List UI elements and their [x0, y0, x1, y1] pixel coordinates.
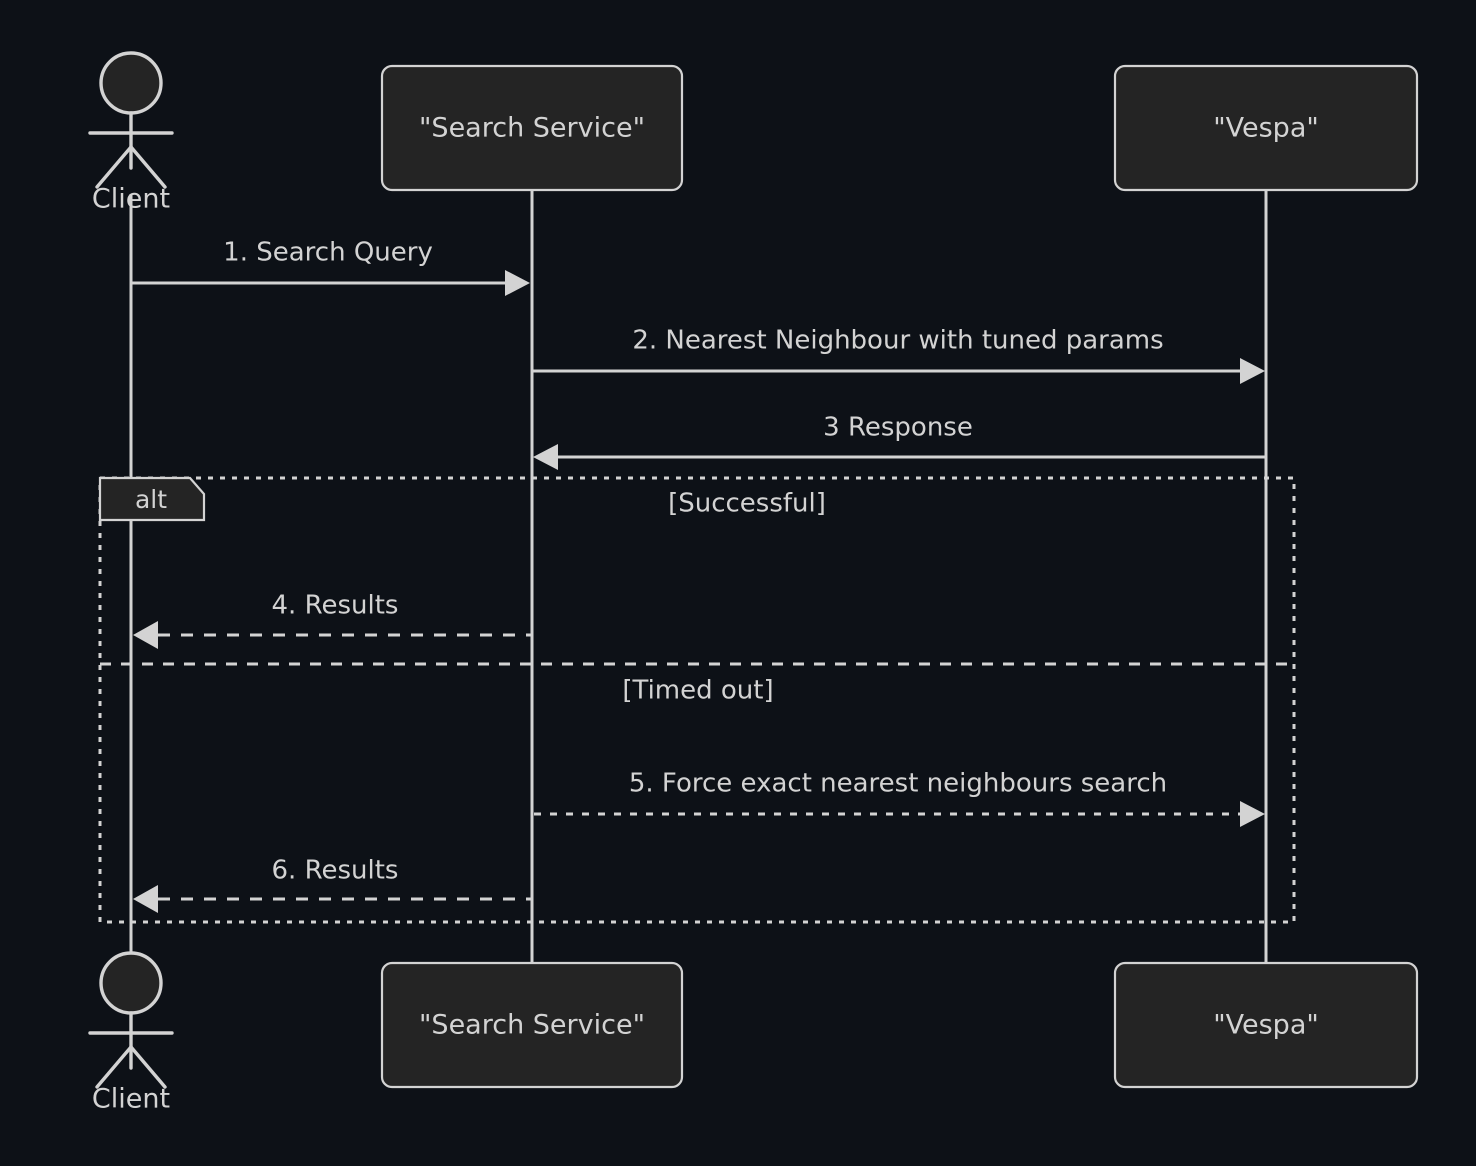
arrowhead-right-1	[505, 270, 530, 296]
message-label-5: 5. Force exact nearest neighbours search	[629, 769, 1167, 799]
actor-leg-right-icon-bottom	[129, 1045, 167, 1089]
participant-label-search-service-bottom: "Search Service"	[419, 1010, 645, 1041]
lifelines	[129, 190, 1268, 962]
participant-search-service-bottom[interactable]: "Search Service"	[380, 961, 684, 1089]
alt-condition-label-1: [Timed out]	[622, 676, 773, 706]
participant-label-client-bottom: Client	[92, 1084, 170, 1115]
participant-box-search-service-bottom[interactable]	[380, 961, 684, 1089]
participant-client-top[interactable]: Client	[88, 51, 174, 215]
participant-box-search-service-top[interactable]	[380, 64, 684, 192]
actor-leg-left-icon-bottom	[95, 1045, 133, 1089]
message-label-1: 1. Search Query	[223, 238, 433, 268]
arrowhead-left-6	[133, 885, 158, 913]
participant-vespa-top[interactable]: "Vespa"	[1113, 64, 1419, 192]
alt-fragment: alt [Successful] [Timed out]	[98, 476, 1296, 924]
alt-condition-label-0: [Successful]	[668, 489, 826, 519]
alt-fragment-tag-shape	[98, 476, 206, 522]
participant-label-search-service-top: "Search Service"	[419, 113, 645, 144]
message-3[interactable]: 3 Response	[533, 413, 1265, 471]
message-label-3: 3 Response	[823, 413, 973, 443]
alt-fragment-frame	[98, 476, 1296, 924]
arrowhead-left-3	[533, 444, 558, 470]
participant-label-vespa-bottom: "Vespa"	[1213, 1010, 1319, 1041]
message-1[interactable]: 1. Search Query	[131, 238, 530, 297]
alt-fragment-tag-label: alt	[135, 485, 167, 514]
participant-box-vespa-bottom[interactable]	[1113, 961, 1419, 1089]
actor-head-icon-bottom	[99, 951, 163, 1015]
message-5[interactable]: 5. Force exact nearest neighbours search	[534, 769, 1265, 828]
message-label-2: 2. Nearest Neighbour with tuned params	[632, 326, 1163, 356]
message-6[interactable]: 6. Results	[133, 856, 531, 914]
arrowhead-right-5	[1240, 801, 1265, 827]
arrowhead-right-2	[1240, 358, 1265, 384]
participant-search-service-top[interactable]: "Search Service"	[380, 64, 684, 192]
actor-leg-left-icon	[95, 145, 133, 189]
message-label-6: 6. Results	[272, 856, 399, 886]
participant-label-client-top: Client	[92, 184, 170, 215]
participant-vespa-bottom[interactable]: "Vespa"	[1113, 961, 1419, 1089]
participant-box-vespa-top[interactable]	[1113, 64, 1419, 192]
actor-leg-right-icon	[129, 145, 167, 189]
participant-label-vespa-top: "Vespa"	[1213, 113, 1319, 144]
actor-head-icon	[99, 51, 163, 115]
participant-client-bottom[interactable]: Client	[88, 951, 174, 1115]
message-2[interactable]: 2. Nearest Neighbour with tuned params	[533, 326, 1265, 385]
arrowhead-left-4	[133, 621, 158, 649]
message-label-4: 4. Results	[272, 591, 399, 621]
message-4[interactable]: 4. Results	[133, 591, 531, 650]
